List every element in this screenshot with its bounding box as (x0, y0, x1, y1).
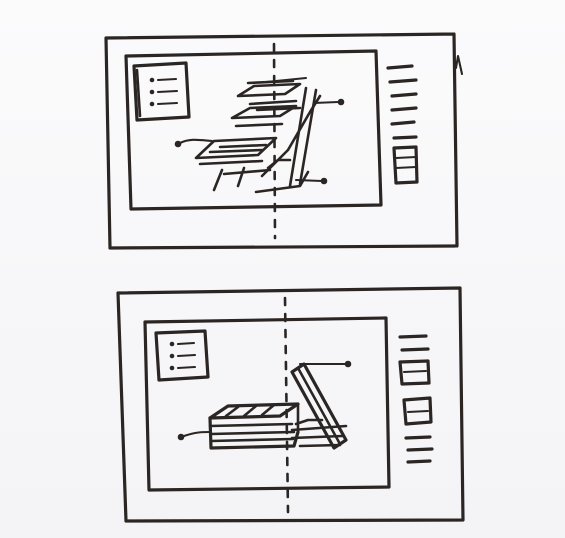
viewport-box (126, 51, 381, 209)
legend-panel (134, 63, 189, 120)
chaise-lounge-assembled (210, 364, 346, 448)
chaise-lounge-exploded (196, 81, 320, 192)
wireframe-top (106, 34, 462, 248)
sidebar-bottom (400, 336, 432, 462)
wireframe-bottom (118, 288, 463, 521)
pencil-tick (456, 56, 462, 74)
legend-panel (156, 331, 208, 380)
sidebar-top (388, 66, 417, 183)
